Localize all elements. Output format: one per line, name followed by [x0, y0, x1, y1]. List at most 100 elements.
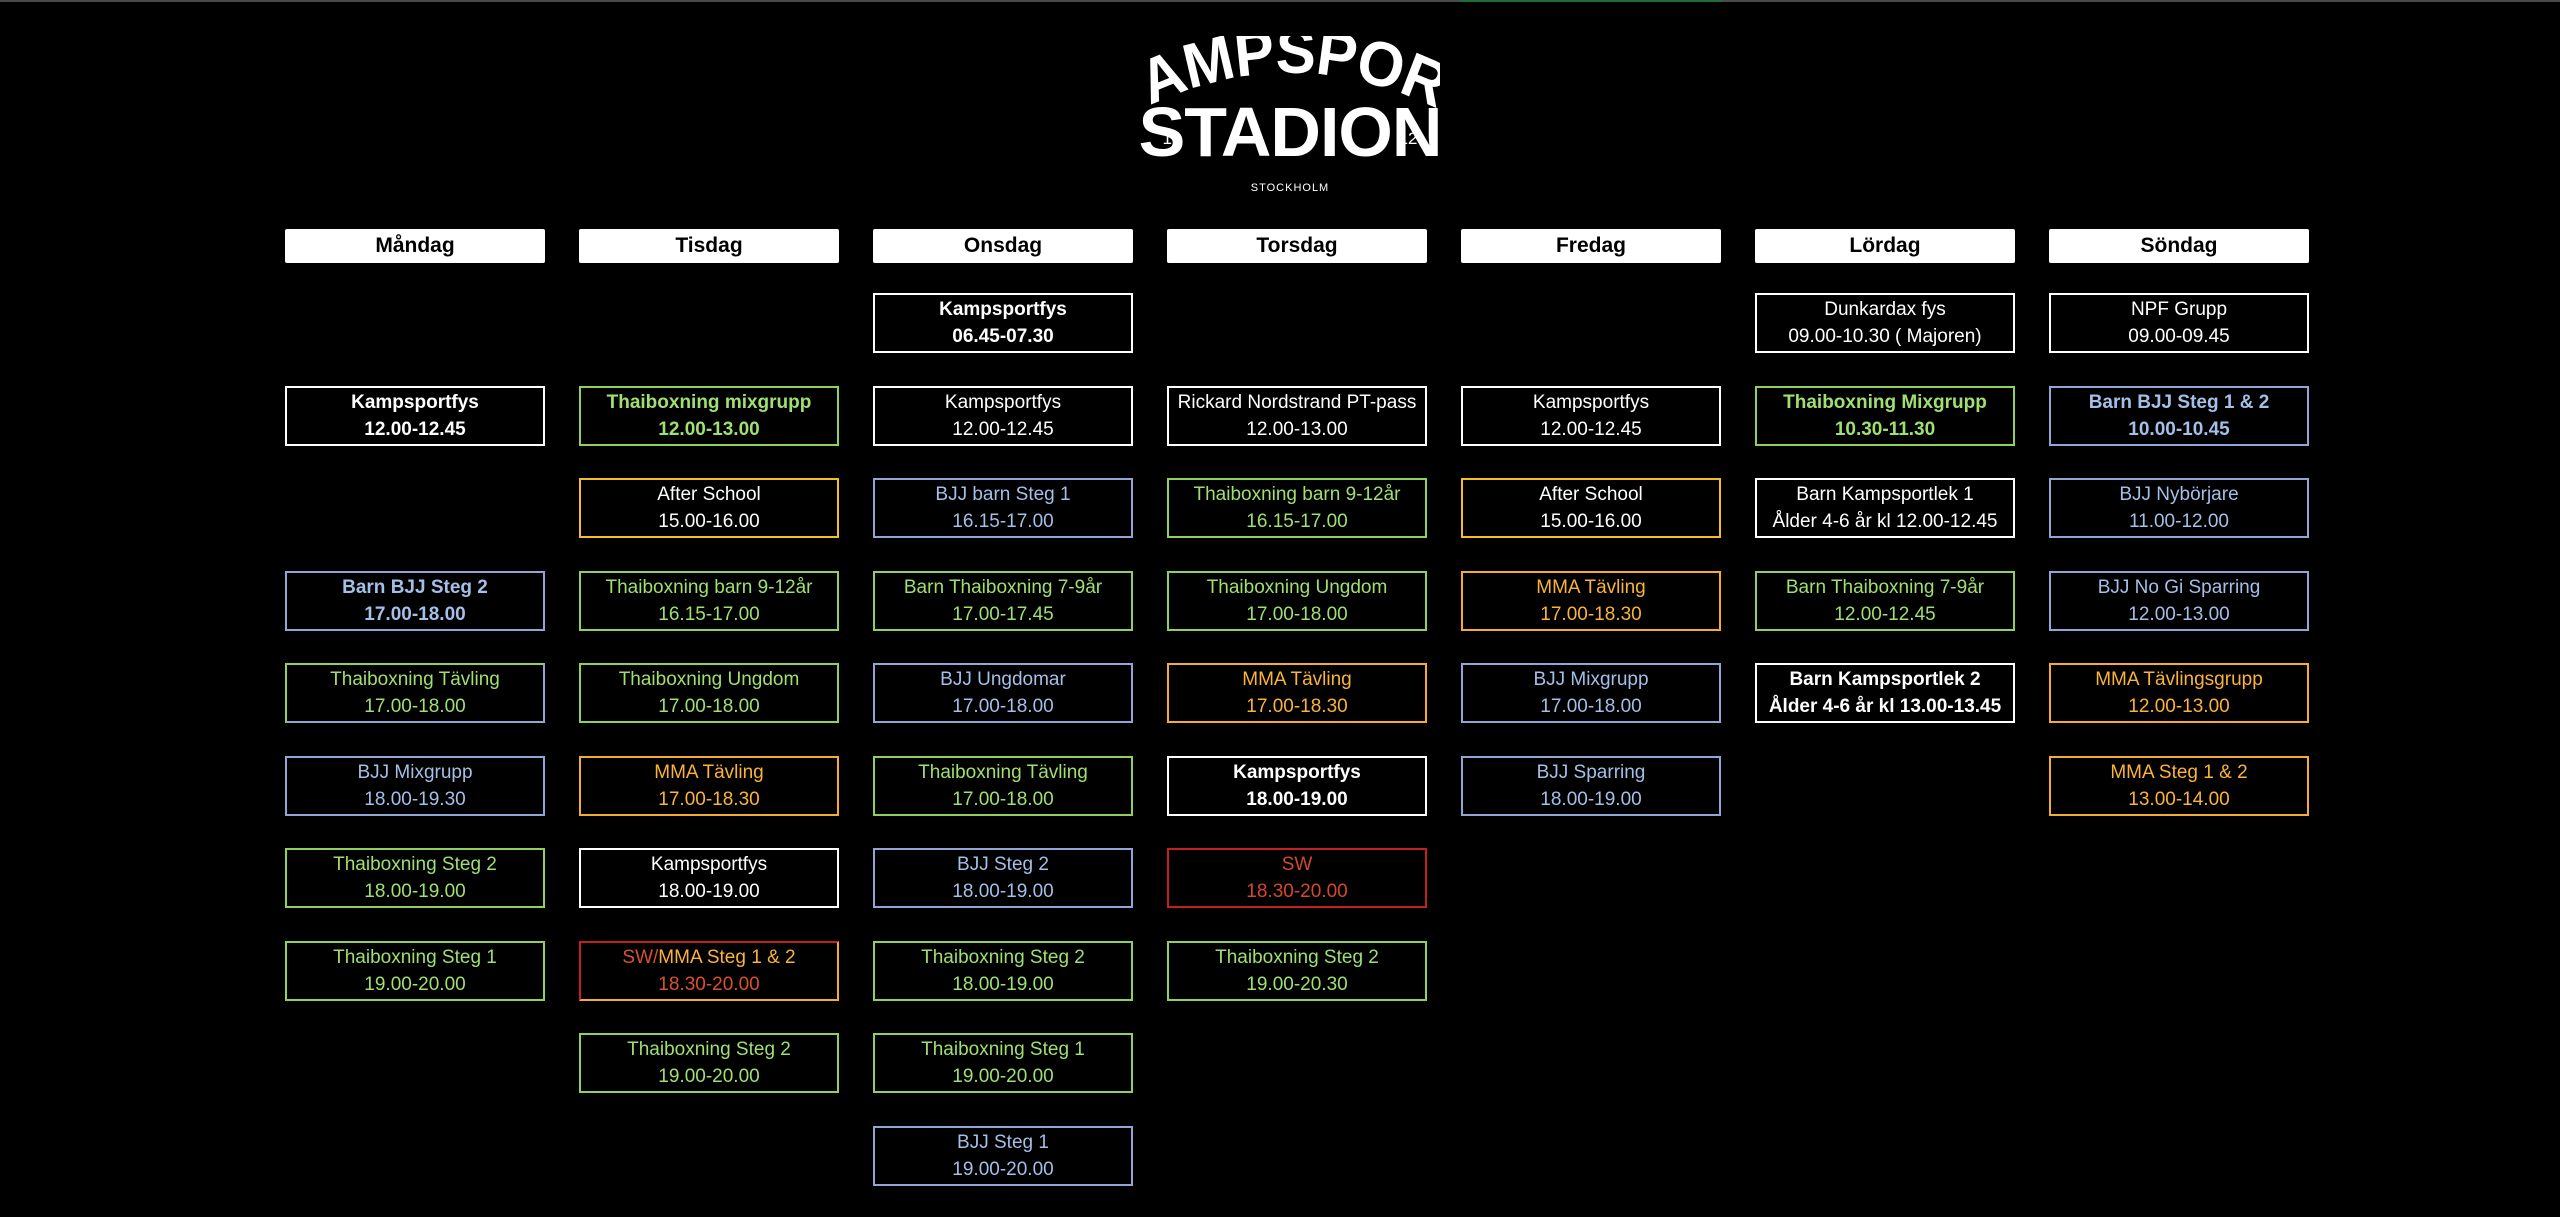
logo-year-right: 12 [1399, 129, 1418, 148]
class-card: Kampsportfys 18.00-19.00 [579, 848, 839, 908]
class-time: 17.00-18.30 [1540, 604, 1642, 625]
class-title: BJJ Mixgrupp [1533, 669, 1649, 690]
class-card: Thaiboxning Steg 2 19.00-20.30 [1167, 941, 1427, 1001]
class-card: BJJ Nybörjare 11.00-12.00 [2049, 478, 2309, 538]
logo-graphic: KAMPSPORT STADION 19 12 STOCKHOLM [1140, 36, 1440, 194]
class-title: Kampsportfys [1233, 762, 1361, 783]
class-card: MMA Tävlingsgrupp 12.00-13.00 [2049, 663, 2309, 723]
class-time: 09.00-10.30 ( Majoren) [1788, 326, 1982, 347]
class-card: Thaiboxning Steg 1 19.00-20.00 [873, 1033, 1133, 1093]
class-time: 12.00-13.00 [2128, 696, 2230, 717]
class-title: Thaiboxning barn 9-12år [605, 577, 813, 598]
class-title: BJJ Nybörjare [2119, 484, 2239, 505]
class-card: Kampsportfys 12.00-12.45 [873, 386, 1133, 446]
class-card: BJJ Mixgrupp 17.00-18.00 [1461, 663, 1721, 723]
logo-line2: STADION [1140, 93, 1440, 171]
class-card: SW/MMA Steg 1 & 2 18.30-20.00 [579, 941, 839, 1001]
class-time: 19.00-20.00 [952, 1066, 1054, 1087]
class-title: Thaiboxning Steg 2 [333, 854, 497, 875]
class-time: 17.00-18.00 [658, 696, 760, 717]
class-title: NPF Grupp [2130, 299, 2228, 320]
class-card: Thaiboxning Steg 2 18.00-19.00 [285, 848, 545, 908]
class-time: 17.00-18.30 [1246, 696, 1348, 717]
class-title: BJJ Steg 1 [957, 1132, 1049, 1153]
class-title: After School [1539, 484, 1643, 505]
class-time: 18.00-19.00 [1246, 789, 1348, 810]
class-card: MMA Tävling 17.00-18.30 [1461, 571, 1721, 631]
class-time: 12.00-13.00 [1246, 419, 1348, 440]
class-title: Thaiboxning Steg 1 [921, 1039, 1085, 1060]
class-time: 19.00-20.00 [952, 1159, 1054, 1180]
day-header-tisdag: Tisdag [579, 229, 839, 263]
class-title: SW/MMA Steg 1 & 2 [622, 944, 795, 971]
class-card: Kampsportfys 18.00-19.00 [1167, 756, 1427, 816]
day-header-sondag: Söndag [2049, 229, 2309, 263]
class-title: Kampsportfys [939, 299, 1067, 320]
class-title-part: MMA Steg 1 & 2 [658, 947, 796, 968]
class-card: Rickard Nordstrand PT-pass 12.00-13.00 [1167, 386, 1427, 446]
class-title: Barn Thaiboxning 7-9år [1785, 577, 1985, 598]
class-card: Barn Kampsportlek 1 Ålder 4-6 år kl 12.0… [1755, 478, 2015, 538]
class-card: MMA Steg 1 & 2 13.00-14.00 [2049, 756, 2309, 816]
class-title: BJJ Ungdomar [940, 669, 1066, 690]
day-header-fredag: Fredag [1461, 229, 1721, 263]
class-card: BJJ Steg 2 18.00-19.00 [873, 848, 1133, 908]
day-header-mandag: Måndag [285, 229, 545, 263]
class-card: BJJ barn Steg 1 16.15-17.00 [873, 478, 1133, 538]
class-time: 17.00-18.00 [364, 696, 466, 717]
class-title: BJJ Sparring [1536, 762, 1646, 783]
class-time: 18.00-19.00 [952, 974, 1054, 995]
class-card: Thaiboxning Steg 1 19.00-20.00 [285, 941, 545, 1001]
class-time: 13.00-14.00 [2128, 789, 2230, 810]
class-time: 17.00-18.00 [952, 789, 1054, 810]
class-title: Barn Kampsportlek 2 [1789, 669, 1981, 690]
class-time: 19.00-20.00 [658, 1066, 760, 1087]
day-header-onsdag: Onsdag [873, 229, 1133, 263]
class-card: Thaiboxning Ungdom 17.00-18.00 [579, 663, 839, 723]
class-time: 12.00-13.00 [658, 419, 760, 440]
day-header-row: Måndag Tisdag Onsdag Torsdag Fredag Lörd… [285, 229, 2311, 263]
class-title: Thaiboxning Steg 2 [627, 1039, 791, 1060]
class-card: Barn Thaiboxning 7-9år 12.00-12.45 [1755, 571, 2015, 631]
class-time: 16.15-17.00 [1246, 511, 1348, 532]
class-title: MMA Tävling [1536, 577, 1646, 598]
class-time: 18.30-20.00 [658, 974, 760, 995]
class-time: 18.00-19.00 [1540, 789, 1642, 810]
class-card: BJJ Ungdomar 17.00-18.00 [873, 663, 1133, 723]
class-time: 18.00-19.00 [364, 881, 466, 902]
class-card: Kampsportfys 12.00-12.45 [1461, 386, 1721, 446]
class-time: 12.00-13.00 [2128, 604, 2230, 625]
class-title: Kampsportfys [944, 392, 1062, 413]
logo-year-left: 19 [1163, 129, 1182, 148]
class-time: 17.00-18.00 [364, 604, 466, 625]
class-card: NPF Grupp 09.00-09.45 [2049, 293, 2309, 353]
class-time: 19.00-20.00 [364, 974, 466, 995]
class-time: 12.00-12.45 [952, 419, 1054, 440]
class-time: 18.00-19.00 [952, 881, 1054, 902]
class-time: 12.00-12.45 [1834, 604, 1936, 625]
class-time: 19.00-20.30 [1246, 974, 1348, 995]
class-title: BJJ Mixgrupp [357, 762, 473, 783]
class-card: Thaiboxning Ungdom 17.00-18.00 [1167, 571, 1427, 631]
class-title: Thaiboxning barn 9-12år [1193, 484, 1401, 505]
class-card: BJJ Mixgrupp 18.00-19.30 [285, 756, 545, 816]
class-title-part: SW/ [622, 947, 659, 968]
class-time: 15.00-16.00 [658, 511, 760, 532]
logo-city: STOCKHOLM [1251, 182, 1329, 194]
class-title: Thaiboxning Ungdom [1206, 577, 1388, 598]
class-time: 12.00-12.45 [364, 419, 466, 440]
class-title: SW [1281, 854, 1313, 875]
class-time: 10.30-11.30 [1834, 419, 1936, 440]
class-card: MMA Tävling 17.00-18.30 [1167, 663, 1427, 723]
kampsport-stadion-logo: KAMPSPORT STADION 19 12 STOCKHOLM [1140, 36, 1440, 206]
class-title: After School [657, 484, 761, 505]
class-title: BJJ Steg 2 [957, 854, 1049, 875]
class-card: BJJ Steg 1 19.00-20.00 [873, 1126, 1133, 1186]
class-title: Dunkardax fys [1824, 299, 1946, 320]
class-title: Thaiboxning Tävling [330, 669, 500, 690]
day-header-torsdag: Torsdag [1167, 229, 1427, 263]
class-card: Thaiboxning Steg 2 18.00-19.00 [873, 941, 1133, 1001]
class-title: MMA Tävlingsgrupp [2095, 669, 2263, 690]
class-card: Kampsportfys 06.45-07.30 [873, 293, 1133, 353]
